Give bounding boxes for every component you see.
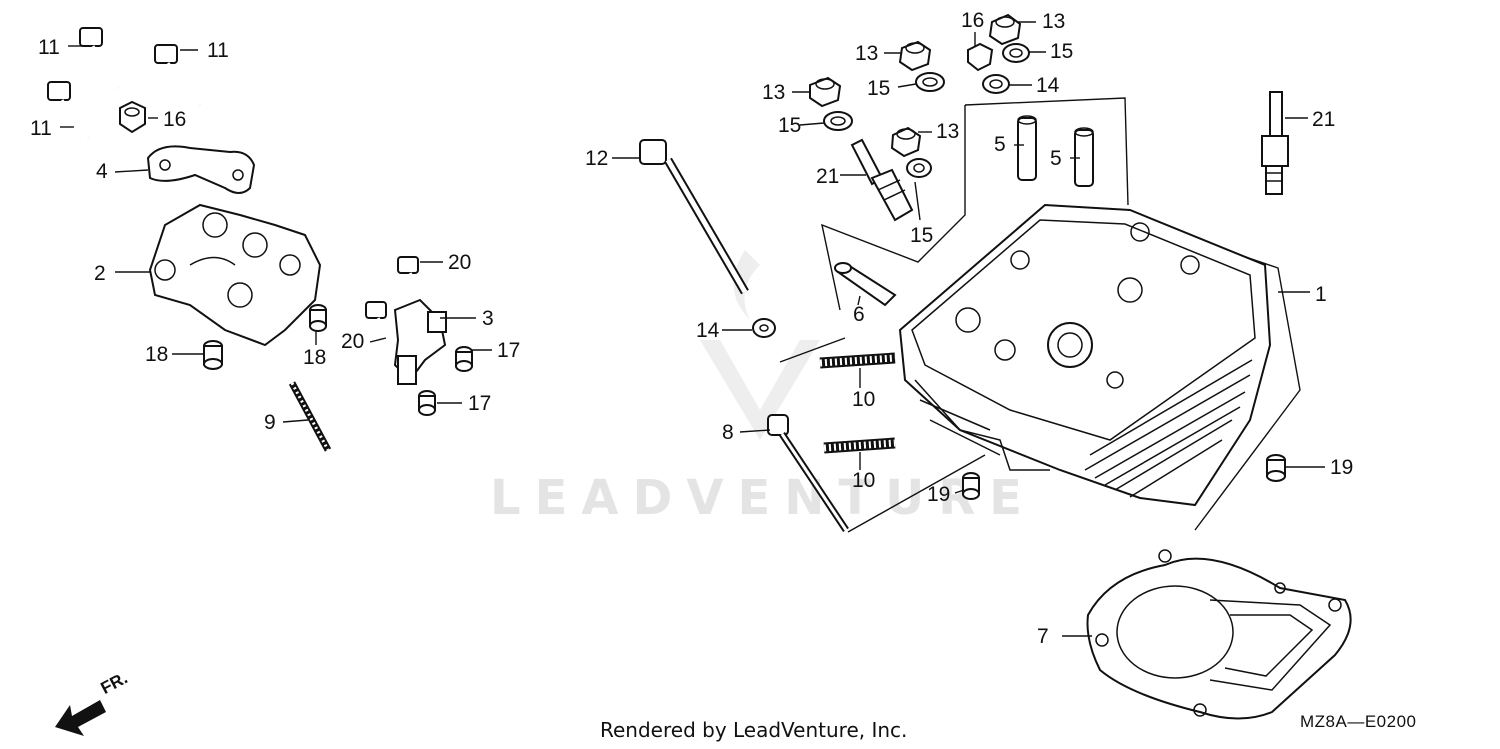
- front-arrow-icon: [55, 700, 106, 736]
- rocker-arm-holder-2: [148, 203, 322, 347]
- callout-19: 19: [927, 483, 951, 506]
- callout-11: 11: [30, 117, 52, 140]
- bolt-20-a: [397, 256, 430, 303]
- washer-15-d: [1002, 43, 1030, 63]
- callout-15: 15: [778, 114, 802, 137]
- callout-21: 21: [816, 165, 840, 188]
- washer-14-a: [752, 318, 776, 338]
- cylinder-head-1: [898, 203, 1272, 507]
- dowel-19-b: [1266, 454, 1286, 482]
- callout-13: 13: [855, 42, 879, 65]
- watermark: LEADVENTURE: [490, 470, 1036, 526]
- callout-11: 11: [38, 36, 60, 59]
- stud-10-a: [819, 352, 896, 369]
- callout-15: 15: [1050, 40, 1074, 63]
- callout-4: 4: [96, 160, 108, 183]
- callout-3: 3: [482, 307, 494, 330]
- spark-plug-21-a: [850, 138, 914, 222]
- washer-15-b: [915, 72, 945, 92]
- stud-bolt-9: [288, 381, 332, 452]
- callout-13: 13: [936, 120, 960, 143]
- callout-17: 17: [497, 339, 521, 362]
- dowel-17-b: [418, 390, 436, 416]
- bolt-11-b: [154, 44, 202, 106]
- diagram-code: MZ8A—E0200: [1300, 712, 1417, 731]
- callout-5: 5: [994, 133, 1006, 156]
- callout-13: 13: [1042, 10, 1066, 33]
- callout-10: 10: [852, 469, 876, 492]
- callout-7: 7: [1037, 625, 1049, 648]
- callout-20: 20: [448, 251, 472, 274]
- callout-21: 21: [1312, 108, 1336, 131]
- callout-8: 8: [722, 421, 734, 444]
- bolt-11-c: [47, 81, 90, 139]
- callout-15: 15: [867, 77, 891, 100]
- leader-lines: [60, 21, 1325, 637]
- head-gasket-7: [1086, 549, 1352, 720]
- bracket-3: [393, 298, 447, 385]
- callout-18: 18: [303, 346, 327, 369]
- bolt-8: [767, 414, 849, 532]
- callout-10: 10: [852, 388, 876, 411]
- callout-18: 18: [145, 343, 169, 366]
- cap-nut-13-a: [809, 76, 842, 108]
- cap-nut-13-c: [890, 126, 922, 158]
- washer-14-b: [982, 74, 1010, 94]
- watermark-logo: [700, 250, 820, 440]
- nut-16-left: [119, 100, 146, 134]
- callout-2: 2: [94, 262, 106, 285]
- callout-13: 13: [762, 81, 786, 104]
- dowel-17-a: [455, 346, 473, 372]
- callout-19: 19: [1330, 456, 1354, 479]
- stud-10-b: [823, 437, 896, 454]
- callout-17: 17: [468, 392, 492, 415]
- valve-guide-6: [834, 262, 897, 307]
- bolt-11-a: [79, 27, 120, 89]
- bolt-20-b: [365, 301, 397, 346]
- callout-14: 14: [1036, 74, 1060, 97]
- callout-20: 20: [341, 330, 365, 353]
- callout-14: 14: [696, 319, 720, 342]
- callout-15: 15: [910, 224, 934, 247]
- washer-15-a: [823, 111, 853, 131]
- callout-1: 1: [1315, 283, 1327, 306]
- callout-6: 6: [853, 303, 865, 326]
- bolt-12: [639, 139, 749, 295]
- valve-guide-5-a: [1017, 115, 1037, 181]
- callout-16: 16: [163, 108, 187, 131]
- callout-9: 9: [264, 411, 276, 434]
- cap-nut-13-b: [898, 40, 932, 72]
- dowel-18-b: [203, 340, 223, 370]
- dowel-19-a: [962, 472, 980, 500]
- callout-11: 11: [207, 39, 229, 62]
- callout-16: 16: [961, 9, 985, 32]
- valve-guide-5-b: [1074, 127, 1094, 187]
- callout-12: 12: [585, 147, 609, 170]
- nut-16-top: [967, 42, 994, 72]
- dowel-18-a: [309, 304, 327, 332]
- rendered-by-credit: Rendered by LeadVenture, Inc.: [600, 718, 908, 742]
- cap-nut-13-d: [988, 13, 1022, 46]
- plate-4: [146, 145, 256, 194]
- spark-plug-21-b: [1261, 91, 1289, 195]
- callout-5: 5: [1050, 147, 1062, 170]
- washer-15-c: [906, 158, 932, 178]
